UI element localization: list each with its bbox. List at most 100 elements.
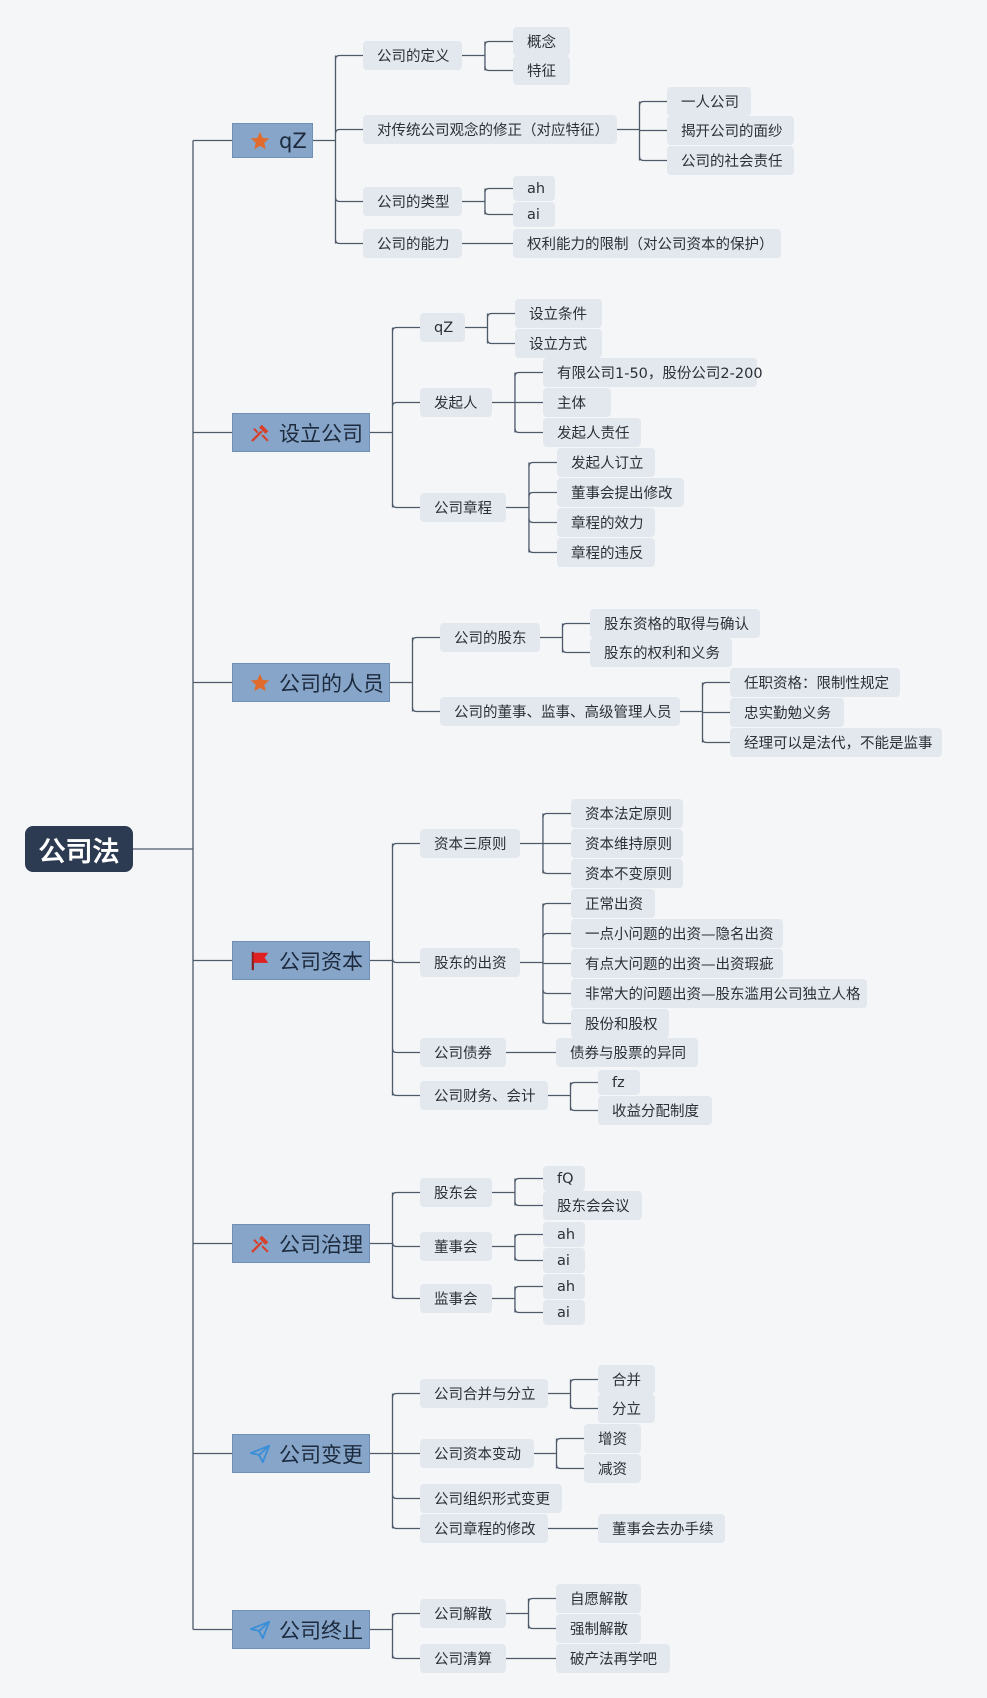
leaf-1-1-0[interactable]: 有限公司1-50，股份公司2-200: [543, 358, 763, 387]
subtopic-5-3[interactable]: 公司章程的修改: [420, 1514, 548, 1543]
subtopic-4-1-label: 董事会: [434, 1240, 478, 1256]
leaf-1-2-3[interactable]: 章程的违反: [557, 538, 655, 567]
leaf-0-2-1[interactable]: ai: [513, 202, 555, 227]
leaf-1-1-2[interactable]: 发起人责任: [543, 418, 641, 447]
subtopic-2-0[interactable]: 公司的股东: [440, 623, 540, 652]
leaf-3-1-4-label: 股份和股权: [585, 1017, 658, 1033]
subtopic-4-0[interactable]: 股东会: [420, 1178, 492, 1207]
root-topic[interactable]: 公司法: [25, 826, 133, 872]
subtopic-1-1-link-2: [514, 428, 543, 434]
leaf-4-2-0[interactable]: ah: [543, 1274, 585, 1299]
leaf-5-3-0-label: 董事会去办手续: [612, 1522, 714, 1538]
leaf-1-1-1[interactable]: 主体: [543, 388, 611, 417]
leaf-1-2-1[interactable]: 董事会提出修改: [557, 478, 684, 507]
subtopic-1-2[interactable]: 公司章程: [420, 493, 506, 522]
subtopic-4-1[interactable]: 董事会: [420, 1232, 492, 1261]
leaf-1-2-0[interactable]: 发起人订立: [557, 448, 655, 477]
leaf-0-1-0[interactable]: 一人公司: [667, 87, 751, 116]
leaf-4-2-1[interactable]: ai: [543, 1300, 585, 1325]
leaf-3-3-1-label: 收益分配制度: [612, 1104, 699, 1120]
leaf-3-1-3[interactable]: 非常大的问题出资—股东滥用公司独立人格: [571, 979, 867, 1008]
leaf-2-1-0[interactable]: 任职资格：限制性规定: [730, 668, 900, 697]
subtopic-6-0[interactable]: 公司解散: [420, 1599, 506, 1628]
leaf-1-0-0[interactable]: 设立条件: [515, 299, 602, 328]
leaf-4-0-0[interactable]: fQ: [543, 1166, 585, 1191]
leaf-0-0-1[interactable]: 特征: [513, 56, 570, 85]
leaf-0-2-0[interactable]: ah: [513, 176, 555, 201]
leaf-3-0-2[interactable]: 资本不变原则: [571, 859, 683, 888]
subtopic-5-0[interactable]: 公司合并与分立: [420, 1379, 548, 1408]
leaf-3-2-0[interactable]: 债券与股票的异同: [556, 1038, 698, 1067]
subtopic-2-1-label: 公司的董事、监事、高级管理人员: [454, 705, 672, 721]
leaf-3-1-4[interactable]: 股份和股权: [571, 1009, 669, 1038]
subtopic-2-1[interactable]: 公司的董事、监事、高级管理人员: [440, 697, 680, 726]
leaf-1-0-0-label: 设立条件: [529, 307, 587, 323]
leaf-1-0-1[interactable]: 设立方式: [515, 329, 602, 358]
leaf-3-1-1[interactable]: 一点小问题的出资—隐名出资: [571, 919, 783, 948]
leaf-4-1-1[interactable]: ai: [543, 1248, 585, 1273]
subtopic-0-1[interactable]: 对传统公司观念的修正（对应特征）: [363, 115, 617, 144]
leaf-0-1-2[interactable]: 公司的社会责任: [667, 146, 794, 175]
subtopic-5-1[interactable]: 公司资本变动: [420, 1439, 534, 1468]
leaf-3-0-1[interactable]: 资本维持原则: [571, 829, 683, 858]
subtopic-3-0[interactable]: 资本三原则: [420, 829, 520, 858]
subtopic-0-2[interactable]: 公司的类型: [363, 187, 462, 216]
leaf-0-1-1[interactable]: 揭开公司的面纱: [667, 116, 794, 145]
subtopic-3-0-link-2: [542, 869, 571, 875]
leaf-6-0-1[interactable]: 强制解散: [556, 1614, 641, 1643]
leaf-3-3-0-label: fz: [612, 1074, 625, 1091]
leaf-5-0-0[interactable]: 合并: [598, 1365, 655, 1394]
leaf-5-3-0[interactable]: 董事会去办手续: [598, 1514, 725, 1543]
subtopic-4-2-label: 监事会: [434, 1292, 478, 1308]
leaf-0-2-0-label: ah: [527, 180, 546, 197]
leaf-2-1-2[interactable]: 经理可以是法代，不能是监事: [730, 728, 942, 757]
leaf-5-1-1[interactable]: 减资: [584, 1454, 641, 1483]
subtopic-0-3[interactable]: 公司的能力: [363, 229, 462, 258]
branch-6-label: 公司终止: [279, 1618, 363, 1643]
leaf-3-0-2-label: 资本不变原则: [585, 867, 672, 883]
leaf-1-2-0-label: 发起人订立: [571, 456, 644, 472]
subtopic-3-1[interactable]: 股东的出资: [420, 948, 520, 977]
subtopic-4-2[interactable]: 监事会: [420, 1284, 492, 1313]
subtopic-0-0[interactable]: 公司的定义: [363, 41, 462, 70]
leaf-3-1-3-label: 非常大的问题出资—股东滥用公司独立人格: [585, 987, 861, 1003]
leaf-1-2-2[interactable]: 章程的效力: [557, 508, 655, 537]
subtopic-3-2[interactable]: 公司债券: [420, 1038, 506, 1067]
leaf-3-3-0[interactable]: fz: [598, 1070, 640, 1095]
branch-6[interactable]: 公司终止: [232, 1610, 370, 1649]
leaf-3-3-1[interactable]: 收益分配制度: [598, 1096, 712, 1125]
branch-4-link-0: [391, 1191, 420, 1197]
branch-3[interactable]: 公司资本: [232, 941, 370, 980]
leaf-6-0-0[interactable]: 自愿解散: [556, 1584, 641, 1613]
branch-5-link-2: [391, 1494, 420, 1500]
leaf-2-1-1-label: 忠实勤勉义务: [744, 706, 831, 722]
subtopic-3-3[interactable]: 公司财务、会计: [420, 1081, 548, 1110]
subtopic-5-2[interactable]: 公司组织形式变更: [420, 1484, 562, 1513]
leaf-3-1-2-label: 有点大问题的出资—出资瑕疵: [585, 957, 774, 973]
branch-1[interactable]: 设立公司: [232, 413, 370, 452]
leaf-3-0-0[interactable]: 资本法定原则: [571, 799, 683, 828]
subtopic-6-1[interactable]: 公司清算: [420, 1644, 506, 1673]
leaf-2-0-0[interactable]: 股东资格的取得与确认: [590, 609, 760, 638]
branch-5[interactable]: 公司变更: [232, 1434, 370, 1473]
branch-2[interactable]: 公司的人员: [232, 663, 390, 702]
leaf-0-0-0[interactable]: 概念: [513, 27, 570, 56]
subtopic-1-1[interactable]: 发起人: [420, 388, 492, 417]
branch-4[interactable]: 公司治理: [232, 1224, 370, 1263]
subtopic-3-1-label: 股东的出资: [434, 956, 507, 972]
leaf-5-1-0[interactable]: 增资: [584, 1424, 641, 1453]
leaf-2-1-1[interactable]: 忠实勤勉义务: [730, 698, 844, 727]
subtopic-3-1-link-0: [542, 902, 571, 908]
leaf-4-1-0[interactable]: ah: [543, 1222, 585, 1247]
leaf-3-1-0[interactable]: 正常出资: [571, 889, 655, 918]
subtopic-0-0-label: 公司的定义: [377, 49, 450, 65]
branch-0[interactable]: qZ: [232, 123, 313, 158]
leaf-3-1-2[interactable]: 有点大问题的出资—出资瑕疵: [571, 949, 783, 978]
leaf-6-1-0[interactable]: 破产法再学吧: [556, 1644, 670, 1673]
subtopic-1-0[interactable]: qZ: [420, 313, 465, 342]
leaf-4-0-1[interactable]: 股东会会议: [543, 1191, 642, 1220]
leaf-2-0-1[interactable]: 股东的权利和义务: [590, 638, 732, 667]
leaf-0-3-0[interactable]: 权利能力的限制（对公司资本的保护）: [513, 229, 781, 258]
leaf-5-0-1[interactable]: 分立: [598, 1394, 655, 1423]
